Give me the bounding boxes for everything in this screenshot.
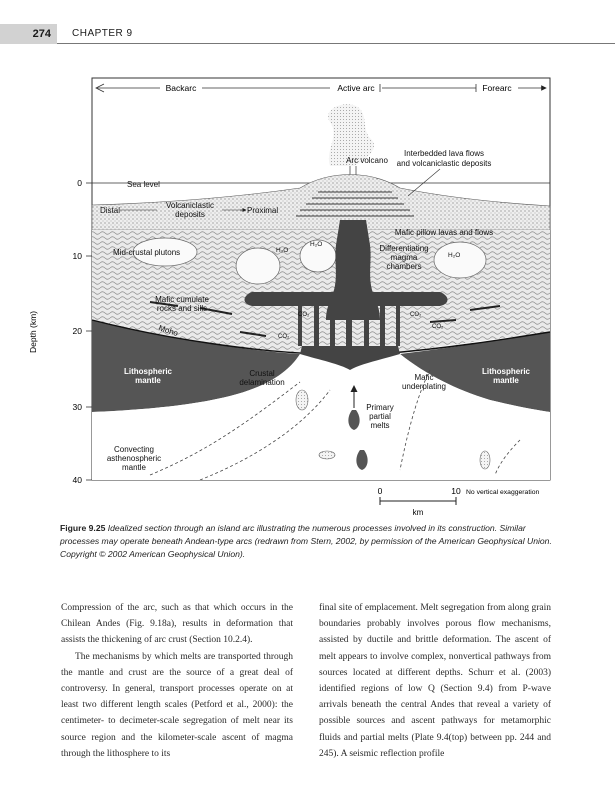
label-convecting-2: asthenospheric [107, 454, 161, 463]
zone-arrows [95, 83, 547, 93]
asthenosphere [92, 354, 550, 480]
y-axis-ticks [86, 182, 92, 481]
label-primary-3: melts [370, 421, 389, 430]
label-litho-right-1: Lithospheric [482, 367, 531, 376]
label-co2-3: CO₂ [410, 312, 422, 318]
zone-backarc: Backarc [166, 83, 197, 93]
label-h2o-3: H₂O [448, 252, 460, 259]
lithospheric-mantle-left [92, 320, 300, 412]
label-crustal-2: delamination [239, 378, 284, 387]
scale-end: 10 [451, 486, 461, 496]
label-co2-4: CO₂ [432, 324, 444, 330]
label-interbedded-1: Interbedded lava flows [404, 149, 484, 158]
label-mafic-cum-2: rocks and sills [157, 304, 207, 313]
label-midcrustal: Mid-crustal plutons [113, 248, 180, 257]
label-h2o-2: H₂O [310, 241, 322, 248]
label-diff-3: chambers [386, 262, 421, 271]
paragraph: final site of emplacement. Melt segregat… [319, 603, 551, 759]
label-h2o-1: H₂O [276, 247, 288, 254]
magma-plumbing [244, 220, 448, 370]
label-proximal: Proximal [247, 206, 278, 215]
leader-lines [120, 168, 441, 213]
label-co2-1: CO₂ [298, 312, 310, 318]
label-distal: Distal [100, 206, 120, 215]
body-column-left: Compression of the arc, such as that whi… [61, 600, 293, 762]
partial-melt-diapirs [348, 410, 368, 470]
label-litho-left-1: Lithospheric [124, 367, 173, 376]
label-convecting-3: mantle [122, 463, 147, 472]
interbedded-flows [296, 191, 414, 217]
label-mafic-under-2: underplating [402, 382, 446, 391]
label-litho-left-2: mantle [135, 376, 161, 385]
lithospheric-mantle-right [400, 332, 550, 412]
zone-active-arc: Active arc [337, 83, 375, 93]
scale-unit: km [413, 508, 424, 517]
volcaniclastic-layer [91, 174, 551, 231]
label-sea-level: Sea level [127, 180, 160, 189]
melt-blobs [295, 389, 491, 470]
scale-start: 0 [378, 486, 383, 496]
label-volcaniclastic-1: Volcaniclastic [166, 201, 214, 210]
body-column-right: final site of emplacement. Melt segregat… [319, 600, 551, 762]
convection-arrows [149, 369, 521, 481]
page-number: 274 [0, 24, 57, 44]
figure-caption: Figure 9.25 Idealized section through an… [60, 522, 555, 561]
figure-9-25: Backarc Active arc Forearc [0, 70, 615, 520]
arc-cross-section-diagram: Backarc Active arc Forearc [28, 77, 551, 517]
y-tick-20: 20 [73, 326, 83, 336]
label-co2-2: CO₂ [278, 334, 290, 340]
caption-text: Idealized section through an island arc … [60, 523, 552, 559]
chapter-title: CHAPTER 9 [72, 28, 133, 39]
label-arc-volcano: Arc volcano [346, 156, 388, 165]
eruption-plume [328, 104, 375, 166]
running-header: 274 CHAPTER 9 [0, 24, 615, 44]
y-axis-title: Depth (km) [28, 311, 38, 353]
label-volcaniclastic-2: deposits [175, 210, 205, 219]
label-mafic-pillow: Mafic pillow lavas and flows [395, 228, 493, 237]
y-tick-40: 40 [73, 475, 83, 485]
paragraph: The mechanisms by which melts are transp… [61, 651, 293, 759]
caption-label: Figure 9.25 [60, 523, 106, 533]
label-primary-1: Primary [366, 403, 394, 412]
label-litho-right-2: mantle [493, 376, 519, 385]
y-tick-30: 30 [73, 402, 83, 412]
label-crustal-1: Crustal [249, 369, 275, 378]
mafic-sills [149, 301, 501, 337]
paragraph: Compression of the arc, such as that whi… [61, 603, 293, 646]
label-mafic-cum-1: Mafic cumulate [155, 295, 209, 304]
label-diff-2: magma [391, 253, 418, 262]
header-rule [57, 43, 615, 44]
y-tick-0: 0 [77, 178, 82, 188]
label-convecting-1: Convecting [114, 445, 154, 454]
scale-bar [379, 497, 457, 505]
label-interbedded-2: and volcaniclastic deposits [397, 159, 492, 168]
mid-crustal-plutons [132, 237, 487, 285]
scale-note: No vertical exaggeration [466, 489, 540, 496]
diagram-labels: Arc volcano Interbedded lava flows and v… [100, 149, 531, 472]
label-mafic-under-1: Mafic [414, 373, 433, 382]
label-diff-1: Differentiating [379, 244, 428, 253]
zone-forearc: Forearc [482, 83, 512, 93]
y-tick-10: 10 [73, 251, 83, 261]
label-primary-2: partial [369, 412, 391, 421]
